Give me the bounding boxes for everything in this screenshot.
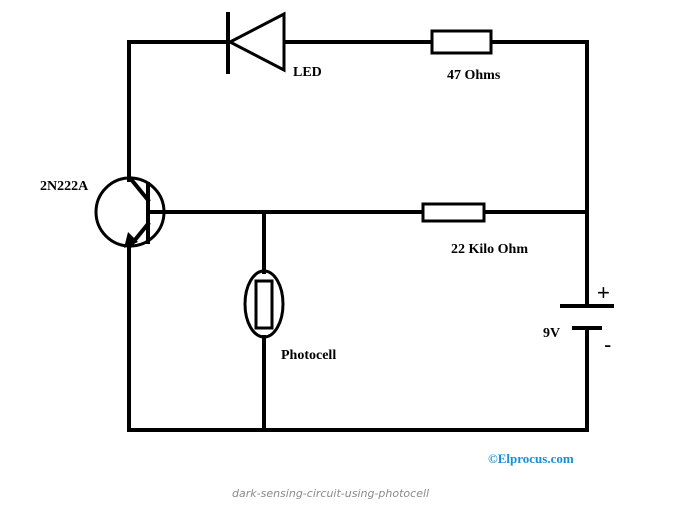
credit-text: ©Elprocus.com: [488, 451, 574, 466]
label-resistor-top: 47 Ohms: [447, 68, 501, 83]
photocell-element: [254, 279, 274, 330]
photocell-ellipse: [243, 269, 285, 339]
label-photocell: Photocell: [281, 348, 336, 363]
caption-text: dark-sensing-circuit-using-photocell: [232, 487, 429, 500]
label-battery: 9V: [543, 326, 560, 341]
label-battery-minus: -: [604, 332, 611, 357]
wires: [127, 40, 589, 432]
transistor-emitter-arrow: [124, 232, 138, 248]
label-led: LED: [293, 65, 322, 80]
label-battery-plus: +: [597, 280, 610, 305]
label-resistor-mid: 22 Kilo Ohm: [451, 242, 528, 257]
label-transistor: 2N222A: [40, 179, 89, 194]
transistor-2n222a: [94, 175, 166, 249]
resistor-47-ohms: [430, 29, 493, 55]
resistor-22-kilo-ohm: [421, 202, 486, 223]
photocell: [243, 269, 285, 339]
led-diode: [226, 11, 286, 74]
battery-9v: [560, 304, 614, 330]
transistor-collector: [127, 175, 151, 203]
led-triangle: [226, 11, 286, 73]
